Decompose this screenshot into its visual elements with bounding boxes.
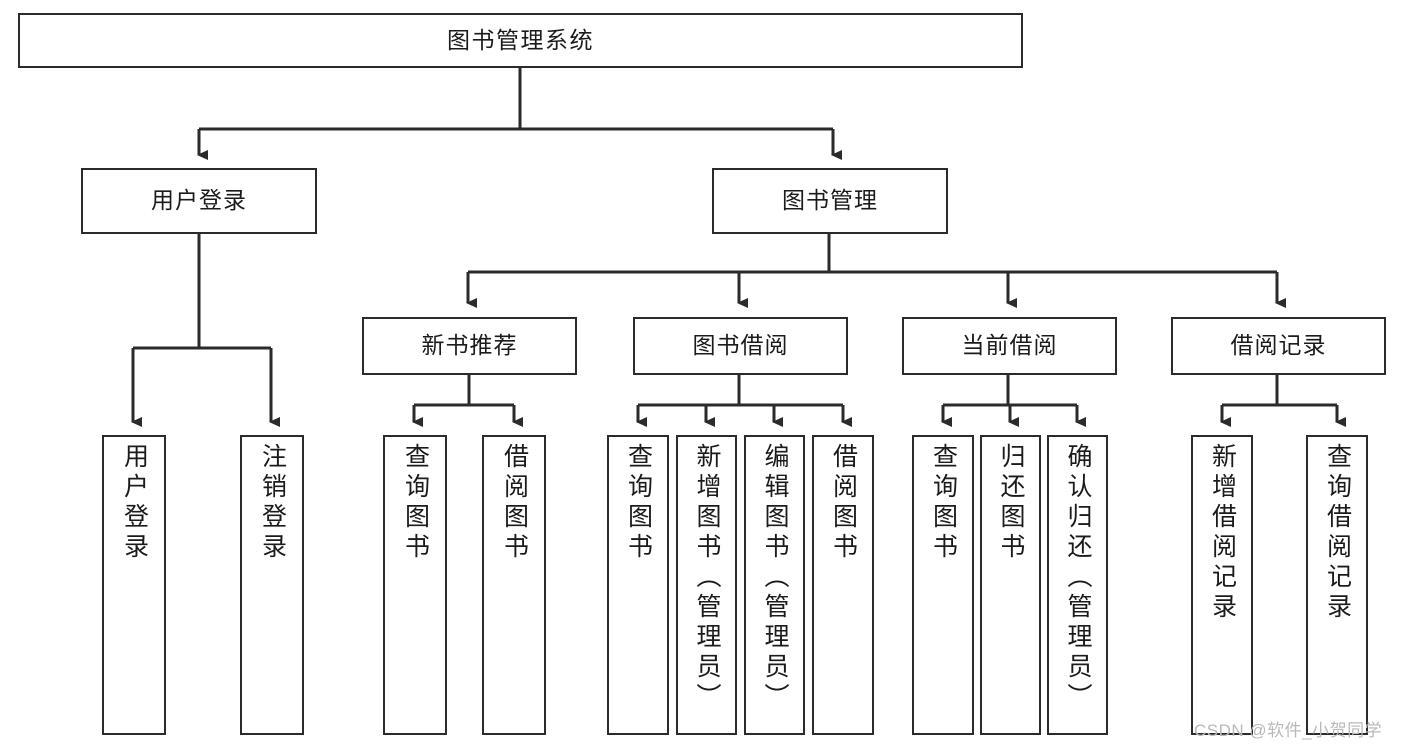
node-book-borrow-label: 图书借阅 xyxy=(692,332,789,359)
leaf-label: 查询图书 xyxy=(401,443,430,563)
node-book-borrow[interactable]: 图书借阅 xyxy=(633,317,848,375)
leaf-new-book-query[interactable]: 查询图书 xyxy=(383,435,447,735)
leaf-label: 借阅图书 xyxy=(829,443,858,563)
leaf-label: 编辑图书（管理员） xyxy=(761,443,789,713)
node-root-label: 图书管理系统 xyxy=(447,26,594,53)
leaf-new-book-borrow[interactable]: 借阅图书 xyxy=(482,435,546,735)
leaf-book-borrow-add[interactable]: 新增图书（管理员） xyxy=(676,435,737,735)
node-user-login[interactable]: 用户登录 xyxy=(81,168,317,234)
leaf-label: 借阅图书 xyxy=(500,443,529,563)
leaf-label: 查询图书 xyxy=(624,443,653,563)
leaf-label: 新增借阅记录 xyxy=(1208,443,1237,623)
leaf-user-login-logout[interactable]: 注销登录 xyxy=(240,435,304,735)
leaf-label: 归还图书 xyxy=(997,443,1025,563)
leaf-label: 新增图书（管理员） xyxy=(693,443,721,713)
node-borrow-record[interactable]: 借阅记录 xyxy=(1171,317,1386,375)
leaf-borrow-record-add[interactable]: 新增借阅记录 xyxy=(1191,435,1253,735)
leaf-borrow-record-query[interactable]: 查询借阅记录 xyxy=(1306,435,1368,735)
node-new-book-recommend-label: 新书推荐 xyxy=(421,332,518,359)
node-current-borrow-label: 当前借阅 xyxy=(961,332,1058,359)
leaf-label: 注销登录 xyxy=(258,443,287,563)
node-root[interactable]: 图书管理系统 xyxy=(18,13,1023,68)
node-user-login-label: 用户登录 xyxy=(151,187,247,214)
leaf-label: 查询图书 xyxy=(929,443,958,563)
node-book-management[interactable]: 图书管理 xyxy=(712,168,948,234)
leaf-current-borrow-confirm[interactable]: 确认归还（管理员） xyxy=(1047,435,1108,735)
leaf-label: 查询借阅记录 xyxy=(1323,443,1352,623)
leaf-book-borrow-query[interactable]: 查询图书 xyxy=(607,435,669,735)
leaf-label: 确认归还（管理员） xyxy=(1064,443,1092,713)
leaf-label: 用户登录 xyxy=(120,443,149,563)
leaf-book-borrow-lend[interactable]: 借阅图书 xyxy=(812,435,874,735)
node-new-book-recommend[interactable]: 新书推荐 xyxy=(362,317,577,375)
node-book-management-label: 图书管理 xyxy=(782,187,878,214)
node-current-borrow[interactable]: 当前借阅 xyxy=(902,317,1117,375)
leaf-current-borrow-return[interactable]: 归还图书 xyxy=(980,435,1041,735)
leaf-user-login-login[interactable]: 用户登录 xyxy=(102,435,166,735)
leaf-current-borrow-query[interactable]: 查询图书 xyxy=(912,435,974,735)
node-borrow-record-label: 借阅记录 xyxy=(1230,332,1327,359)
leaf-book-borrow-edit[interactable]: 编辑图书（管理员） xyxy=(744,435,805,735)
